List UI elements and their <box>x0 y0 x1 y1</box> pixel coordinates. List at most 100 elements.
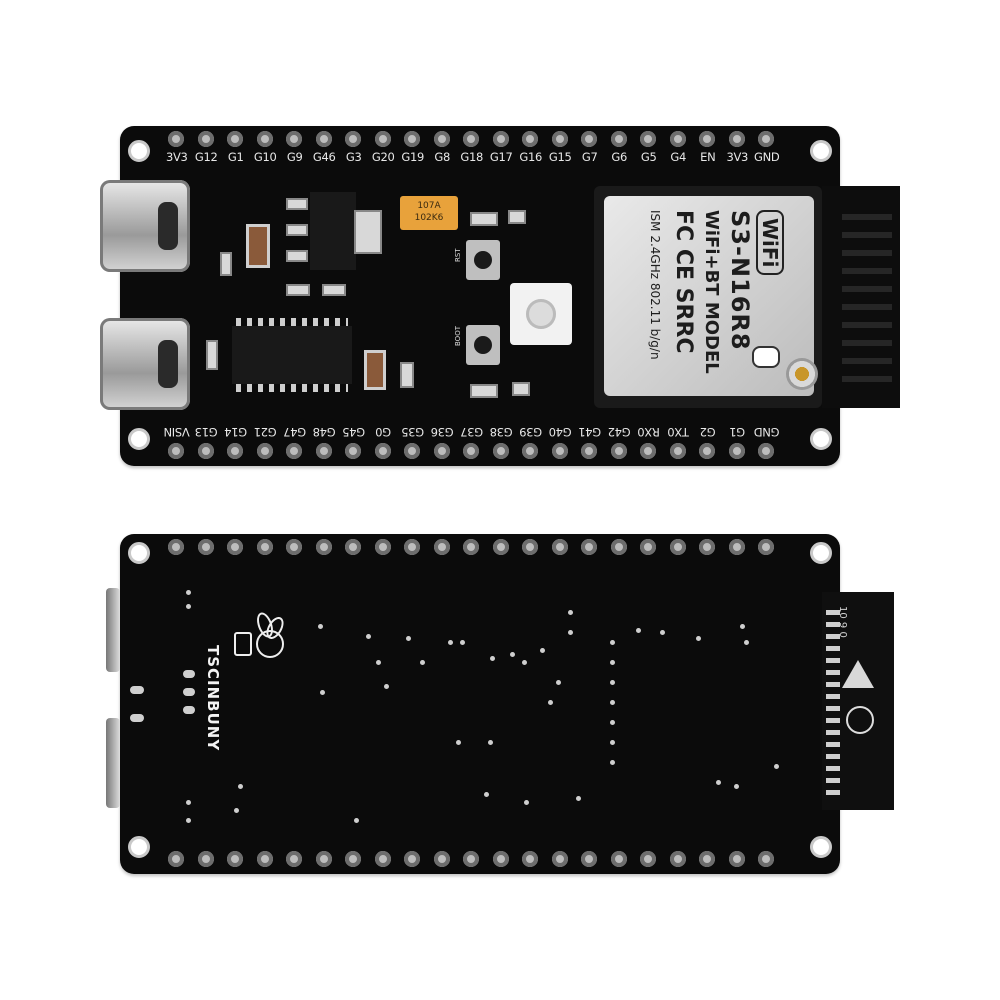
pin-labels-bottom: GND G1 G2 TX0 RX0 G42 G41 G40 G39 G38 G37 G36 G35 G0 G… <box>162 425 782 439</box>
pin-label: 3V3 <box>165 150 188 164</box>
mounting-hole <box>128 140 150 162</box>
pin-label: G10 <box>253 150 277 164</box>
pin-label: G5 <box>640 150 657 164</box>
antenna-pads <box>826 610 840 800</box>
pin-label: G16 <box>519 150 543 164</box>
pin-label: G41 <box>578 425 602 439</box>
pin-label: G14 <box>224 425 248 439</box>
capacitor <box>246 224 270 268</box>
pin-label: G42 <box>607 425 631 439</box>
no-pb-icon <box>846 706 874 734</box>
pin-label: G18 <box>460 150 484 164</box>
pin-label: G35 <box>401 425 425 439</box>
chip-pins-bottom <box>236 384 348 392</box>
pin-label: G47 <box>283 425 307 439</box>
pin-label: EN <box>700 150 716 164</box>
chip-pins-top <box>236 318 348 326</box>
pin-label: G15 <box>548 150 572 164</box>
reset-label: RST <box>454 248 462 262</box>
capacitor <box>364 350 386 390</box>
pin-label: GND <box>754 150 780 164</box>
regulator-pin <box>286 250 308 262</box>
mounting-hole <box>810 836 832 858</box>
pin-label: G37 <box>460 425 484 439</box>
board-back <box>120 534 840 874</box>
resistor <box>206 340 218 370</box>
regulator-tab <box>354 210 382 254</box>
pin-label: 3V3 <box>726 150 749 164</box>
pin-label: G38 <box>489 425 513 439</box>
module-shield: WiFi S3-N16R8 WiFi+BT MODEL FC CE SRRC I… <box>604 196 814 396</box>
resistor <box>470 212 498 226</box>
bunny-logo-icon <box>228 610 288 660</box>
pin-label: G19 <box>401 150 425 164</box>
header-pins-bottom <box>162 440 782 462</box>
tant-text: 107A <box>417 201 441 211</box>
mounting-hole <box>128 836 150 858</box>
pin-label: G6 <box>611 150 628 164</box>
usb-uart-chip <box>232 326 352 384</box>
pin-label: G13 <box>194 425 218 439</box>
mounting-hole <box>128 428 150 450</box>
boot-label: BOOT <box>454 326 462 346</box>
mounting-hole <box>810 542 832 564</box>
pin-label: G21 <box>253 425 277 439</box>
model-sub: WiFi+BT MODEL <box>701 210 722 374</box>
boot-button[interactable] <box>466 325 500 365</box>
resistor <box>512 382 530 396</box>
pin-label: G45 <box>342 425 366 439</box>
pin-label: TX0 <box>667 425 689 439</box>
usb-c-port <box>100 318 190 410</box>
pin-label: VSIN <box>163 425 190 439</box>
antenna-label: 10 9 0 <box>837 606 848 638</box>
usb-c-port <box>100 180 190 272</box>
cert-marks: FC CE SRRC <box>671 210 696 354</box>
model-name: S3-N16R8 <box>726 210 754 351</box>
rgb-led <box>510 283 572 345</box>
ufl-connector-icon <box>786 358 818 390</box>
resistor <box>286 284 310 296</box>
pin-label: GND <box>754 425 780 439</box>
header-pins-top <box>162 128 782 150</box>
pin-label: G4 <box>670 150 687 164</box>
pin-label: G8 <box>434 150 451 164</box>
voltage-regulator <box>310 192 356 270</box>
pin-label: G48 <box>312 425 336 439</box>
resistor <box>322 284 346 296</box>
pin-label: G9 <box>286 150 303 164</box>
esd-warning-icon <box>842 660 874 688</box>
regulator-pin <box>286 224 308 236</box>
usb-c-edge <box>106 588 120 672</box>
pin-label: G2 <box>699 425 716 439</box>
pin-label: G46 <box>312 150 336 164</box>
tant-text: 102K6 <box>414 213 444 223</box>
bluetooth-icon <box>752 346 780 368</box>
mounting-hole <box>128 542 150 564</box>
band-text: ISM 2.4GHz 802.11 b/g/n <box>648 210 662 360</box>
module-text: WiFi S3-N16R8 WiFi+BT MODEL FC CE SRRC I… <box>604 196 814 396</box>
pin-label: G12 <box>194 150 218 164</box>
brand-text: TSCINBUNY <box>204 645 222 752</box>
pin-label: G17 <box>489 150 513 164</box>
pin-label: G40 <box>548 425 572 439</box>
pin-label: G1 <box>227 150 244 164</box>
pin-label: G39 <box>519 425 543 439</box>
resistor <box>400 362 414 388</box>
mounting-hole <box>810 428 832 450</box>
pin-label: G36 <box>430 425 454 439</box>
wifi-logo: WiFi <box>756 210 784 276</box>
antenna-traces <box>842 214 892 382</box>
regulator-pin <box>286 198 308 210</box>
resistor <box>508 210 526 224</box>
mounting-hole <box>810 140 832 162</box>
pin-label: RX0 <box>637 425 660 439</box>
reset-button[interactable] <box>466 240 500 280</box>
pin-label: G0 <box>375 425 392 439</box>
resistor <box>220 252 232 276</box>
pin-label: G1 <box>729 425 746 439</box>
resistor <box>470 384 498 398</box>
back-pins-bottom <box>162 848 782 870</box>
tantalum-capacitor: 107A 102K6 <box>400 196 458 230</box>
back-pins-top <box>162 536 782 558</box>
